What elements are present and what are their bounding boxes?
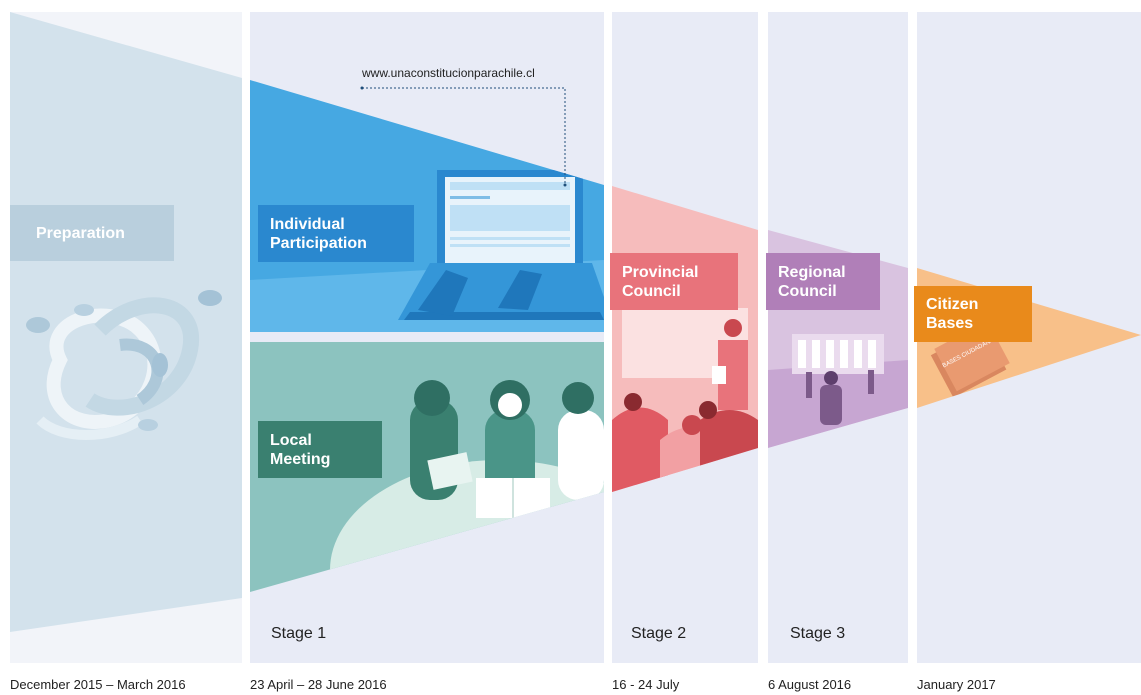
date-citizen-bases: January 2017 bbox=[917, 677, 996, 692]
label-local-meeting: Local Meeting bbox=[258, 421, 382, 478]
label-provincial-council: Provincial Council bbox=[610, 253, 738, 310]
label-regional-line2: Council bbox=[778, 282, 837, 300]
label-citizen-line1: Citizen bbox=[926, 296, 979, 313]
date-stage2: 16 - 24 July bbox=[612, 677, 680, 692]
date-preparation: December 2015 – March 2016 bbox=[10, 677, 186, 692]
date-stage1: 23 April – 28 June 2016 bbox=[250, 677, 387, 692]
label-local-line2: Meeting bbox=[270, 450, 331, 468]
regional-council-illustration bbox=[768, 334, 908, 448]
stage1-label: Stage 1 bbox=[271, 625, 327, 642]
label-regional-line1: Regional bbox=[778, 263, 846, 281]
label-preparation: Preparation bbox=[10, 205, 174, 261]
label-citizen-bases: Citizen Bases bbox=[914, 286, 1032, 342]
label-individual-line2: Participation bbox=[270, 234, 367, 252]
date-stage3: 6 August 2016 bbox=[768, 677, 852, 692]
label-citizen-line2: Bases bbox=[926, 315, 974, 332]
label-provincial-line2: Council bbox=[622, 282, 681, 300]
preparation-logo-illustration bbox=[26, 290, 222, 440]
label-preparation-text: Preparation bbox=[36, 224, 125, 242]
laptop-illustration bbox=[250, 170, 604, 332]
label-local-line1: Local bbox=[270, 431, 312, 449]
label-individual-line1: Individual bbox=[270, 215, 345, 233]
label-individual-participation: Individual Participation bbox=[258, 205, 414, 262]
stage2-label: Stage 2 bbox=[631, 625, 687, 642]
label-provincial-line1: Provincial bbox=[622, 263, 699, 281]
label-regional-council: Regional Council bbox=[766, 253, 880, 310]
stage3-label: Stage 3 bbox=[790, 625, 846, 642]
website-url: www.unaconstitucionparachile.cl bbox=[362, 66, 535, 80]
